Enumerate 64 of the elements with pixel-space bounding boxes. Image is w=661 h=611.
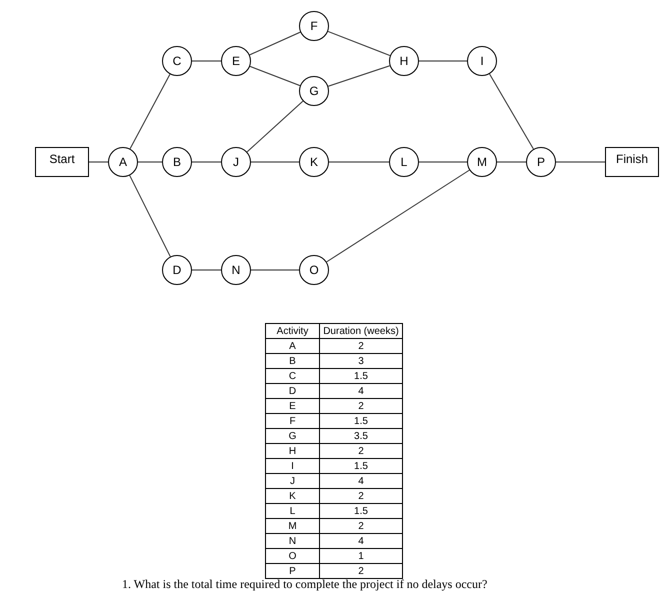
activity-node: I — [467, 46, 497, 76]
table-cell: 1.5 — [320, 414, 402, 428]
connector-line — [192, 60, 222, 62]
connector-line — [249, 32, 301, 56]
connector-line — [418, 60, 468, 62]
table-cell: F — [266, 414, 320, 428]
table-cell: 1.5 — [320, 458, 402, 474]
activity-node: J — [221, 147, 251, 177]
connector-line — [328, 65, 390, 87]
table-cell: L — [266, 504, 320, 518]
activity-node: F — [299, 11, 329, 41]
question-text: 1. What is the total time required to complete the project if no delays occur? — [122, 577, 488, 592]
column-header: Activity — [266, 324, 320, 338]
table-cell: 4 — [320, 474, 402, 488]
activity-node: P — [526, 147, 556, 177]
activity-node: N — [221, 255, 251, 285]
table-cell: 1.5 — [320, 368, 402, 384]
activity-node: M — [467, 147, 497, 177]
activity-node: H — [389, 46, 419, 76]
table-cell: 2 — [320, 338, 402, 354]
table-cell: 1.5 — [320, 504, 402, 518]
activity-node: K — [299, 147, 329, 177]
connector-line — [130, 74, 170, 150]
connector-line — [327, 30, 391, 56]
table-cell: P — [266, 564, 320, 578]
terminal-box: Start — [35, 147, 89, 177]
table-cell: 2 — [320, 444, 402, 458]
table-cell: C — [266, 368, 320, 384]
table-cell: O — [266, 548, 320, 564]
table-cell: G — [266, 428, 320, 444]
table-cell: H — [266, 444, 320, 458]
table-cell: B — [266, 354, 320, 368]
activity-node: E — [221, 46, 251, 76]
activity-node: O — [299, 255, 329, 285]
connector-line — [129, 174, 171, 258]
table-cell: 4 — [320, 384, 402, 398]
table-cell: 2 — [320, 518, 402, 534]
connector-line — [489, 73, 534, 150]
connector-line — [326, 170, 470, 262]
table-cell: 2 — [320, 564, 402, 578]
table-cell: 3 — [320, 354, 402, 368]
table-cell: 1 — [320, 548, 402, 564]
table-cell: M — [266, 518, 320, 534]
table-cell: 2 — [320, 488, 402, 504]
activity-node: L — [389, 147, 419, 177]
column-header: Duration (weeks) — [320, 324, 402, 338]
activity-node: B — [162, 147, 192, 177]
table-cell: D — [266, 384, 320, 398]
table-cell: 2 — [320, 398, 402, 414]
table-cell: A — [266, 338, 320, 354]
activity-node: A — [108, 147, 138, 177]
connector-line — [246, 100, 304, 152]
activity-node: C — [162, 46, 192, 76]
connector-line — [250, 66, 300, 86]
activity-node: D — [162, 255, 192, 285]
table-cell: I — [266, 458, 320, 474]
table-cell: K — [266, 488, 320, 504]
table-cell: 3.5 — [320, 428, 402, 444]
table-cell: N — [266, 534, 320, 548]
terminal-box: Finish — [605, 147, 659, 177]
table-cell: E — [266, 398, 320, 414]
activity-node: G — [299, 76, 329, 106]
table-cell: 4 — [320, 534, 402, 548]
table-cell: J — [266, 474, 320, 488]
